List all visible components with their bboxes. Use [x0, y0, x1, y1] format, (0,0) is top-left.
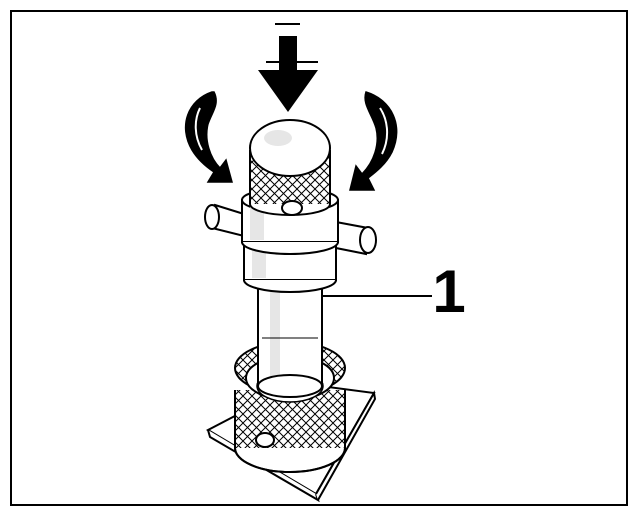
rotate-left-arrow-icon [184, 91, 233, 183]
knurled-top-knob [249, 119, 331, 216]
diagram-frame [10, 10, 628, 506]
down-arrow-icon [258, 23, 318, 112]
locking-pin [255, 432, 275, 448]
rotate-right-arrow-icon [349, 91, 398, 191]
handle-bar [204, 203, 377, 256]
callout-1: 1 [432, 258, 466, 325]
